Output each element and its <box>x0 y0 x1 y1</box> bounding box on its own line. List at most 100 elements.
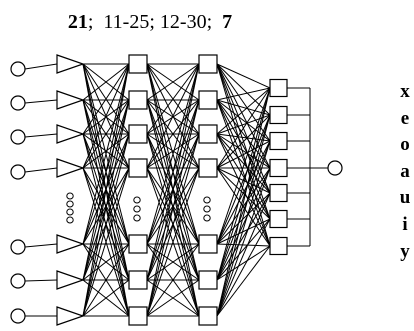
connection-hidden2-output <box>216 167 271 281</box>
connection-hidden2-output <box>216 133 271 247</box>
output-symbol-u: u <box>399 187 411 209</box>
connection-hidden1-hidden2 <box>146 279 200 317</box>
output-symbol-x: x <box>400 81 410 102</box>
input-circle <box>10 239 26 255</box>
caption-sep-3: ; <box>206 11 223 33</box>
input-triangle <box>56 90 85 110</box>
connection-hidden2-output <box>216 114 271 281</box>
output-symbol-column: x e o a u i y <box>397 79 413 265</box>
connection-hidden2-output <box>216 140 271 245</box>
connection-hidden1-hidden2 <box>146 133 200 317</box>
connection-hidden2-output <box>216 87 271 135</box>
hidden1-ellipsis-dot <box>133 214 141 222</box>
connection-hidden2-output <box>216 167 271 317</box>
hidden2-node <box>198 234 218 254</box>
connection-hidden2-output <box>216 133 271 169</box>
caption-sep-1: ; <box>87 11 104 33</box>
output-node <box>269 78 288 98</box>
hidden2-node <box>198 270 218 290</box>
hidden2-node <box>198 90 218 110</box>
connection-hidden2-output <box>216 99 271 247</box>
connection-hidden2-output <box>216 63 271 116</box>
connection-hidden2-output <box>216 218 271 281</box>
input-triangle <box>56 158 85 178</box>
connection-hidden2-output <box>216 99 271 169</box>
connection-hidden2-output <box>216 87 271 281</box>
connection-hidden1-hidden2 <box>146 63 200 169</box>
connection-input-hidden1 <box>82 133 130 169</box>
connection-hidden1-hidden2 <box>146 99 200 169</box>
input-triangle <box>56 234 85 254</box>
connection-hidden2-output <box>216 114 271 317</box>
hidden2-node <box>198 54 218 74</box>
caption-hidden2-range: 12-30 <box>159 11 207 33</box>
hidden1-node <box>128 90 148 110</box>
hidden2-node <box>198 158 218 178</box>
input-circle <box>10 95 26 111</box>
input-ellipsis-dot <box>66 208 74 216</box>
hidden2-ellipsis-dot <box>203 205 211 213</box>
connection-hidden2-output <box>216 243 271 247</box>
connection-input-hidden1 <box>82 99 130 317</box>
hidden1-node <box>128 124 148 144</box>
input-line <box>24 243 58 248</box>
connection-hidden2-output <box>216 192 271 317</box>
input-triangle <box>56 54 85 74</box>
connection-input-hidden1 <box>82 63 130 317</box>
ellipsis-dots <box>66 192 211 224</box>
connection-hidden2-output <box>216 245 271 281</box>
connection-hidden2-output <box>216 133 271 220</box>
network-caption: 21; 11-25; 12-30; 7 <box>0 11 300 34</box>
hidden2-node <box>198 306 218 326</box>
input-line <box>24 133 58 138</box>
hidden1-node <box>128 158 148 178</box>
connection-hidden2-output <box>216 99 271 194</box>
connection-hidden2-output <box>216 140 271 281</box>
output-node <box>269 236 288 256</box>
connection-input-hidden1 <box>82 63 130 245</box>
output-symbol-o: o <box>400 134 410 156</box>
connection-hidden1-hidden2 <box>146 133 200 169</box>
output-symbol-a: a <box>400 160 410 182</box>
caption-hidden1-range: 11-25 <box>103 11 150 33</box>
input-triangle <box>56 270 85 290</box>
connection-hidden2-output <box>216 114 271 245</box>
connection-hidden1-hidden2 <box>146 99 200 317</box>
connection-hidden1-hidden2 <box>146 63 200 245</box>
connection-hidden2-output <box>216 133 271 194</box>
caption-sep-2: ; <box>149 11 160 33</box>
connection-input-hidden1 <box>82 167 130 317</box>
hidden1-node <box>128 234 148 254</box>
connection-hidden2-output <box>216 167 271 245</box>
connection-hidden2-output <box>216 87 271 101</box>
connection-hidden2-output <box>216 140 271 169</box>
input-circle <box>10 164 26 180</box>
connection-hidden2-output <box>216 63 271 89</box>
connection-hidden2-output <box>216 140 271 317</box>
connection-input-hidden1 <box>82 133 130 317</box>
connection-hidden1-hidden2 <box>146 63 200 135</box>
connection-input-hidden1 <box>82 63 130 281</box>
hidden2-ellipsis-dot <box>203 196 211 204</box>
input-circle <box>10 273 26 289</box>
connection-hidden2-output <box>216 63 271 169</box>
input-ellipsis-dot <box>66 192 74 200</box>
connections <box>24 63 328 317</box>
connection-hidden2-output <box>216 99 271 220</box>
connection-hidden1-hidden2 <box>146 63 200 101</box>
connection-hidden2-output <box>216 218 271 317</box>
connection-hidden2-output <box>216 192 271 245</box>
connection-hidden2-output <box>216 87 271 169</box>
input-line <box>24 63 58 70</box>
input-circle <box>10 61 26 77</box>
connection-hidden2-output <box>216 245 271 317</box>
input-ellipsis-dot <box>66 200 74 208</box>
connection-hidden1-hidden2 <box>146 167 200 317</box>
input-circle <box>10 308 26 324</box>
input-line <box>24 167 58 173</box>
output-symbol-i: i <box>402 213 408 235</box>
connection-input-hidden1 <box>82 63 130 169</box>
connection-hidden2-output <box>216 87 271 317</box>
hidden1-node <box>128 270 148 290</box>
